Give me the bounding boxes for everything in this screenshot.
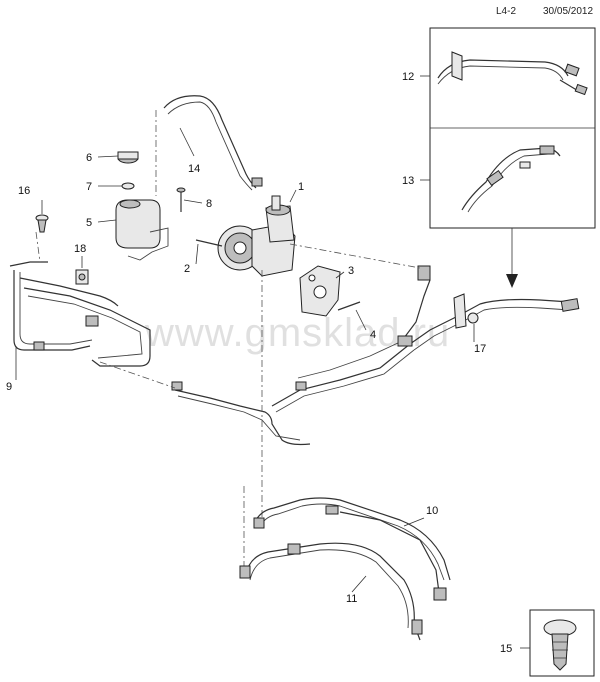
callout-13: 13: [402, 175, 414, 187]
leader-lines: [15, 75, 530, 649]
callout-3: 3: [348, 265, 354, 277]
callout-15: 15: [500, 643, 512, 655]
alignment-lines: [35, 231, 421, 568]
bolt-4: [337, 301, 361, 311]
callout-labels: 1 2 3 4 5 6 7 8 9 10 11 12 13 14 15 16 1…: [6, 71, 512, 655]
callout-8: 8: [206, 198, 212, 210]
callout-4: 4: [370, 329, 376, 341]
hose-14-drawing: [163, 95, 263, 191]
callout-9: 9: [6, 381, 12, 393]
callout-1: 1: [298, 181, 304, 193]
callout-6: 6: [86, 152, 92, 164]
reservoir-cap-part: [117, 151, 139, 164]
callout-14: 14: [188, 163, 200, 175]
callout-17: 17: [474, 343, 486, 355]
washer-part: [121, 182, 135, 190]
clip-18-part: [75, 269, 89, 285]
bracket-part: [299, 265, 341, 317]
page-code: L4-2: [496, 6, 517, 17]
callout-12: 12: [402, 71, 414, 83]
inset-arrow-head: [506, 274, 518, 288]
hose-13-drawing: [461, 145, 561, 213]
callout-5: 5: [86, 217, 92, 229]
reservoir-part: [115, 199, 169, 261]
cooler-pipe-drawing: [9, 261, 151, 367]
push-rivet-part: [35, 200, 49, 233]
screw-part: [176, 187, 186, 212]
callout-11: 11: [346, 593, 357, 605]
callout-2: 2: [184, 263, 190, 275]
hose-12-drawing: [437, 51, 588, 96]
clip-15-panel: [529, 609, 595, 677]
pump-assembly: [217, 195, 296, 277]
watermark: www.gmsklad.ru: [144, 311, 450, 355]
callout-18: 18: [74, 243, 86, 255]
inset-panel: [429, 27, 596, 288]
callout-7: 7: [86, 181, 92, 193]
diagram-date: 30/05/2012: [543, 6, 594, 17]
callout-10: 10: [426, 505, 438, 517]
bolt-2: [195, 239, 223, 247]
callout-16: 16: [18, 185, 30, 197]
hose-10-drawing: [253, 497, 451, 601]
hose-11-drawing: [239, 542, 423, 641]
main-pipe-drawing: [171, 265, 580, 446]
